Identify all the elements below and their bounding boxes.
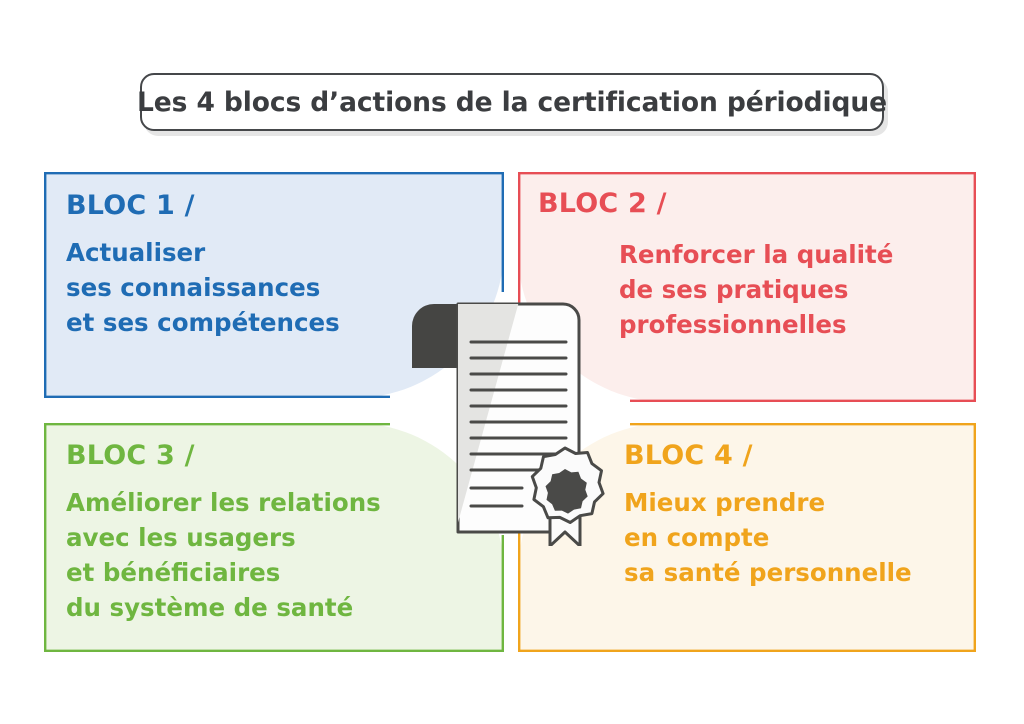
document-text-lines [469, 340, 568, 508]
block-card-bloc-2: BLOC 2 / Renforcer la qualité de ses pra… [518, 172, 976, 402]
block-body-bloc-1: Actualiser ses connaissances et ses comp… [66, 238, 340, 337]
page-title: Les 4 blocs d’actions de la certificatio… [137, 86, 888, 118]
block-outline-bloc-1 [44, 172, 504, 398]
block-card-bloc-1: BLOC 1 / Actualiser ses connaissances et… [44, 172, 504, 398]
block-body-bloc-3: Améliorer les relations avec les usagers… [66, 488, 381, 622]
block-heading-bloc-1: BLOC 1 / [66, 190, 195, 221]
block-outline-bloc-4 [518, 423, 976, 652]
block-heading-bloc-3: BLOC 3 / [66, 440, 195, 471]
block-card-bloc-4: BLOC 4 / Mieux prendre en compte sa sant… [518, 423, 976, 652]
seal-star-center [545, 469, 588, 514]
block-card-bloc-3: BLOC 3 / Améliorer les relations avec le… [44, 423, 504, 652]
page-title-box: Les 4 blocs d’actions de la certificatio… [137, 73, 888, 131]
block-background-bloc-2 [518, 172, 976, 402]
block-background-bloc-4 [518, 423, 976, 652]
block-heading-bloc-4: BLOC 4 / [624, 440, 753, 471]
block-outline-bloc-3 [44, 423, 504, 652]
block-heading-bloc-2: BLOC 2 / [538, 188, 667, 219]
document-curl-icon [412, 304, 460, 368]
award-seal-icon [530, 446, 605, 524]
block-content-bloc-4: BLOC 4 / Mieux prendre en compte sa sant… [624, 440, 912, 591]
block-body-bloc-4: Mieux prendre en compte sa santé personn… [624, 488, 912, 587]
certificate-document-icon [412, 302, 605, 546]
block-body-bloc-2: Renforcer la qualité de ses pratiques pr… [619, 240, 894, 339]
document-shading [458, 304, 526, 532]
block-content-bloc-3: BLOC 3 / Améliorer les relations avec le… [66, 440, 381, 625]
block-background-bloc-3 [44, 423, 504, 652]
block-content-bloc-2: BLOC 2 / Renforcer la qualité de ses pra… [538, 188, 894, 343]
block-content-bloc-1: BLOC 1 / Actualiser ses connaissances et… [66, 190, 340, 341]
block-outline-bloc-2 [518, 172, 976, 402]
